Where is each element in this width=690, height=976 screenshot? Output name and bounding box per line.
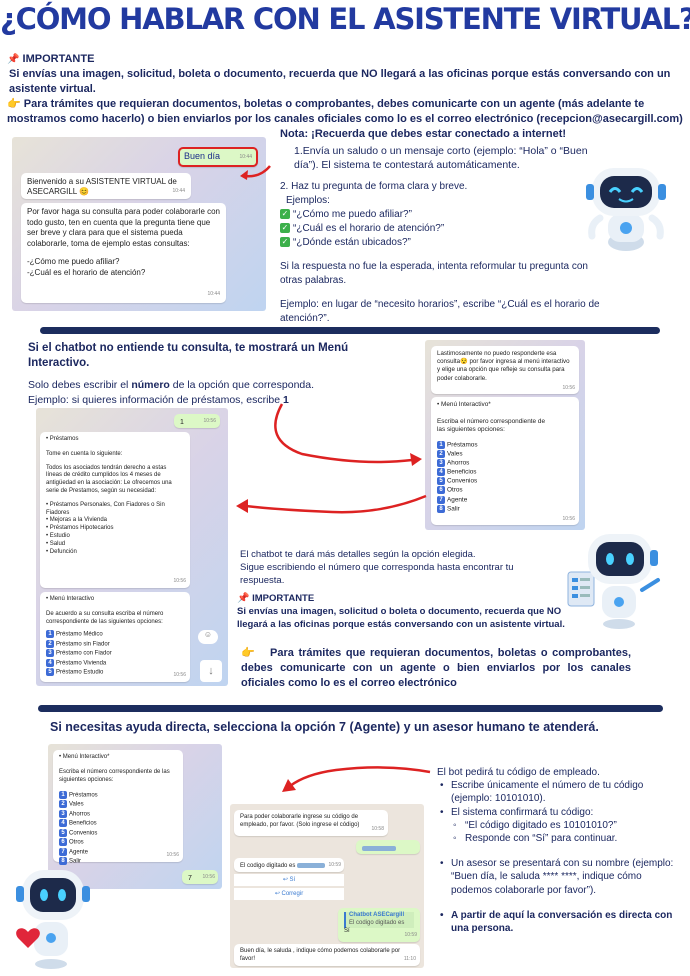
- section3-heading: Si necesitas ayuda directa, selecciona l…: [50, 720, 599, 734]
- check-mark-icon: ✓: [280, 209, 290, 220]
- section2-heading: Si el chatbot no entiende tu consulta, t…: [28, 342, 349, 369]
- menu-bubble: • Menú Interactivo* Escriba el número co…: [53, 750, 183, 866]
- agent-step: A partir de aquí la conversación es dire…: [437, 909, 685, 935]
- check-mark-icon: ✓: [280, 223, 290, 234]
- agent-substep: “El código digitado es 10101010?”: [437, 819, 685, 832]
- examples-label: Ejemplos:: [286, 195, 330, 206]
- loans-info-bubble: • Préstamos Tome en cuenta lo siguiente:…: [40, 432, 190, 588]
- code-confirm-bubble: El codigo digitado es 10:59: [234, 858, 344, 872]
- check-mark-icon: ✓: [280, 237, 290, 248]
- section2-agent-note: 👉 Para trámites que requieran documentos…: [241, 647, 631, 689]
- detail-text: El chatbot te dará más detalles según la…: [240, 549, 514, 586]
- agent-step: Un asesor se presentará con su nombre (e…: [437, 857, 685, 897]
- loans-chat-screenshot: 1 10:56 • Préstamos Tome en cuenta lo si…: [36, 408, 228, 686]
- robot-mascot: [586, 168, 666, 251]
- welcome-bubble: Bienvenido a su ASISTENTE VIRTUAL de ASE…: [21, 173, 191, 199]
- section-divider: [38, 705, 663, 712]
- top-paragraph-1: Si envías una imagen, solicitud, boleta …: [9, 68, 671, 95]
- emoji-react-icon[interactable]: ☺: [198, 630, 218, 644]
- reformulate-example: Ejemplo: en lugar de “necesito horarios”…: [280, 299, 600, 324]
- reply-si-button[interactable]: ↩ Sí: [234, 874, 344, 886]
- step-1: 1.Envía un saludo o un mensaje corto (ej…: [294, 145, 588, 171]
- section2-line-1: Solo debes escribir el número de la opci…: [28, 379, 315, 391]
- red-arrow-icon: [282, 766, 431, 792]
- greeting-bubble: Buen día 10:44: [178, 147, 258, 167]
- menu-bubble: • Menú Interactivo* Escriba el número co…: [431, 397, 579, 525]
- section-divider: [40, 327, 660, 334]
- loans-menu-bubble: • Menú Interactivo De acuerdo a su consu…: [40, 592, 190, 682]
- greeting-chat-screenshot: Buen día 10:44 Bienvenido a su ASISTENTE…: [12, 137, 266, 311]
- internet-note: Nota: ¡Recuerda que debes estar conectad…: [280, 128, 567, 140]
- interactive-menu-chat: Lastimosamente no puedo responderte esa …: [425, 340, 585, 530]
- pointing-hand-icon: 👉: [7, 98, 21, 110]
- robot-mascot: [567, 534, 660, 629]
- section2-important: 📌 IMPORTANTE Si envías una imagen, solic…: [237, 593, 565, 630]
- correct-button[interactable]: ↩ Corregir: [234, 888, 344, 900]
- page-title: ¿CÓMO HABLAR CON EL ASISTENTE VIRTUAL?: [0, 2, 690, 36]
- red-arrow-icon: [274, 403, 422, 466]
- code-request-bubble: Para poder colaborarle ingrese su código…: [234, 810, 388, 836]
- scroll-down-icon[interactable]: ↓: [200, 660, 222, 682]
- pushpin-icon: 📌: [7, 54, 20, 65]
- agent-menu-chat: • Menú Interactivo* Escriba el número co…: [48, 744, 222, 889]
- agent-step: El sistema confirmará tu código:: [437, 806, 685, 819]
- top-paragraph-2: Para trámites que requieran documentos, …: [7, 98, 683, 125]
- example-item: ✓“¿Cuál es el horario de atención?”: [280, 223, 445, 234]
- agent-chat-screenshot: Para poder colaborarle ingrese su código…: [230, 804, 424, 968]
- sent-number-bubble: 7 10:56: [182, 870, 218, 884]
- example-item: ✓“¿Dónde están ubicados?”: [280, 237, 411, 248]
- blurred-code: [362, 845, 396, 851]
- code-sent-bubble: [356, 840, 420, 854]
- reformulate-tip: Si la respuesta no fue la esperada, inte…: [280, 261, 588, 286]
- sent-number-bubble: 1 10:56: [174, 414, 220, 428]
- quoted-reply-bubble: Chatbot ASECargill El codigo digitado es…: [338, 908, 420, 942]
- step-2: 2. Haz tu pregunta de forma clara y brev…: [280, 181, 468, 192]
- agent-step: Escribe únicamente el número de tu códig…: [437, 779, 685, 805]
- prompt-bubble: Por favor haga su consulta para poder co…: [21, 203, 226, 303]
- pointing-hand-icon: 👉: [241, 647, 257, 659]
- agent-substep: Responde con “Sí” para continuar.: [437, 832, 685, 845]
- section2-line-2: Ejemplo: si quieres información de prést…: [28, 394, 289, 406]
- pushpin-icon: 📌: [237, 593, 250, 604]
- important-label: IMPORTANTE: [22, 53, 95, 65]
- example-item: ✓“¿Cómo me puedo afiliar?”: [280, 209, 412, 220]
- section1-instructions: Nota: ¡Recuerda que debes estar conectad…: [280, 127, 610, 326]
- agent-instructions: El bot pedirá tu código de empleado. Esc…: [437, 766, 685, 935]
- robot-mascot: [16, 870, 90, 969]
- agent-greeting-bubble: Buen día, le saluda , indique cómo podem…: [234, 944, 420, 966]
- red-arrow-icon: [236, 494, 427, 514]
- red-arrow-icon: [240, 165, 271, 180]
- top-important: 📌 IMPORTANTE Si envías una imagen, solic…: [7, 52, 683, 127]
- fallback-bubble: Lastimosamente no puedo responderte esa …: [431, 346, 579, 394]
